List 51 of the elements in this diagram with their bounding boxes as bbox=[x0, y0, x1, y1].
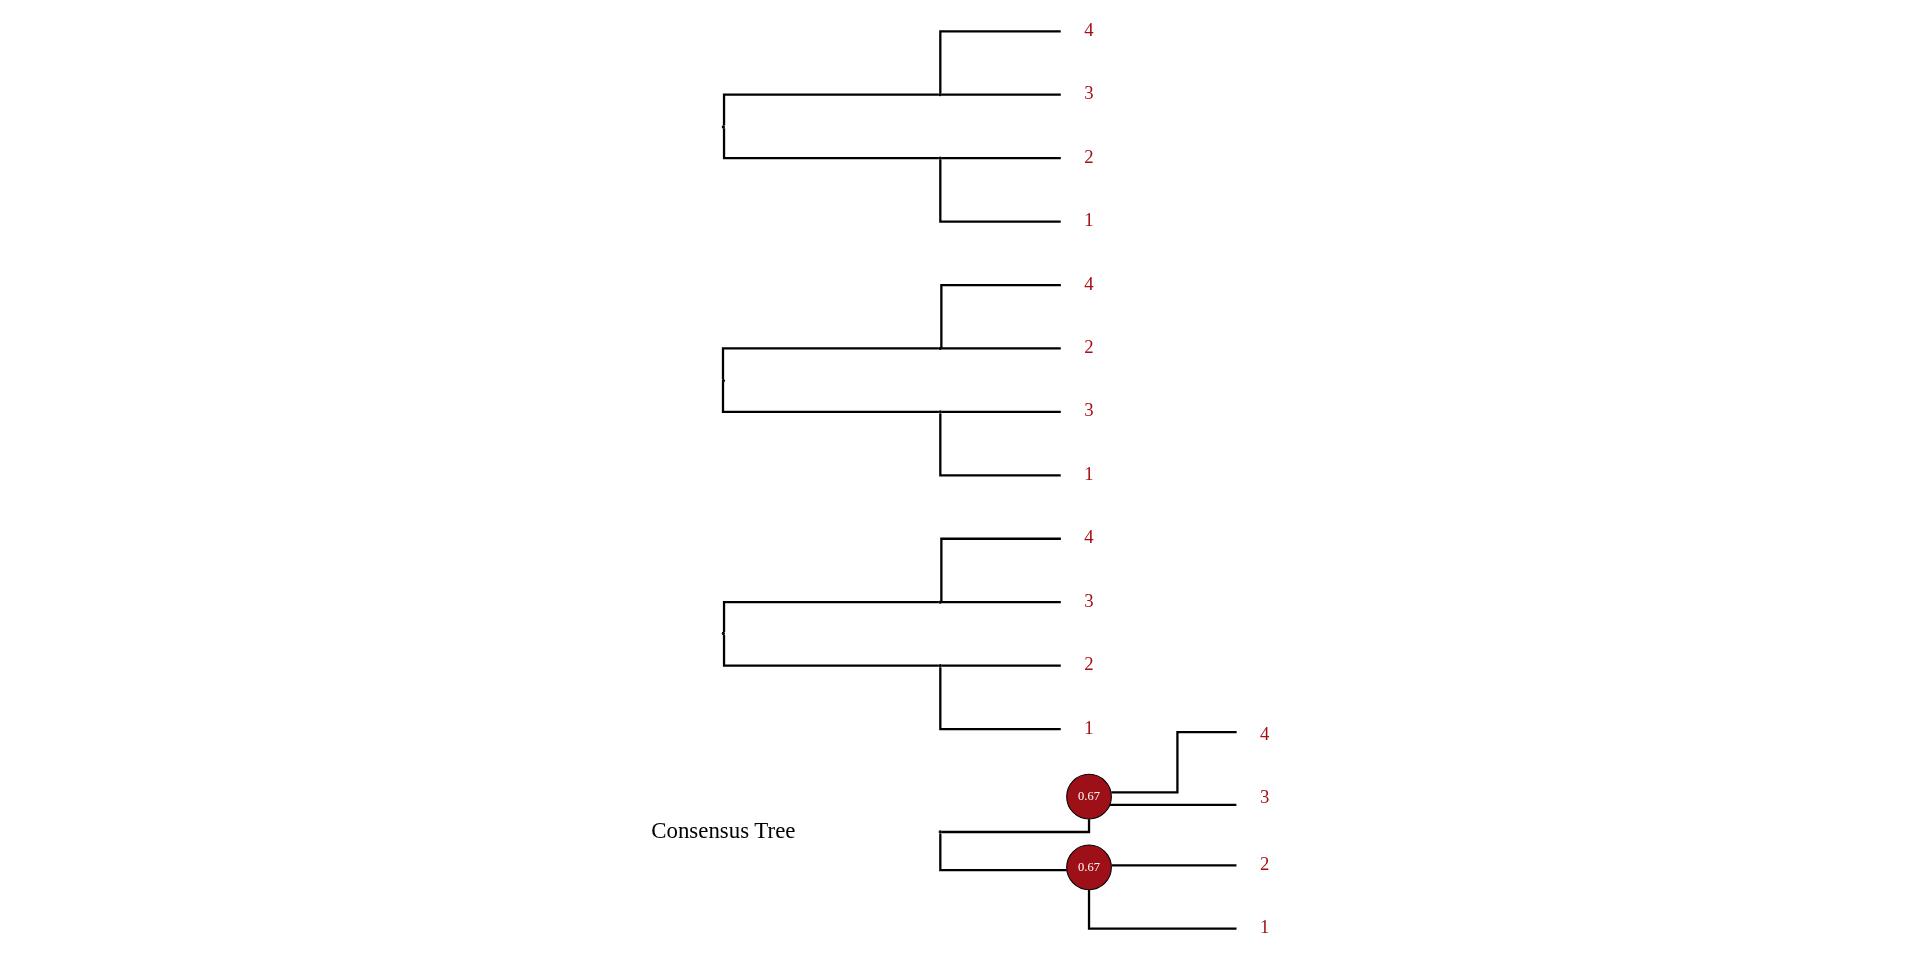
connector bbox=[1111, 731, 1237, 794]
connector bbox=[941, 93, 1061, 96]
connector bbox=[722, 93, 939, 126]
node-circle: 0.67 bbox=[1066, 773, 1112, 820]
node-point bbox=[938, 600, 942, 604]
node-text: 3 bbox=[1084, 589, 1094, 611]
connector bbox=[939, 667, 1061, 731]
node-text: 3 bbox=[1084, 399, 1094, 421]
node-text: 2 bbox=[1084, 145, 1094, 167]
node-circle: 0.67 bbox=[1066, 844, 1112, 891]
connector bbox=[1087, 889, 1237, 930]
connector bbox=[721, 347, 939, 380]
node-text: 2 bbox=[1084, 653, 1094, 675]
node-point bbox=[938, 830, 942, 834]
node-text: 2 bbox=[1084, 336, 1094, 358]
connector bbox=[941, 819, 1091, 834]
node-point bbox=[721, 125, 725, 129]
connector bbox=[939, 413, 1061, 477]
connector bbox=[939, 30, 1061, 94]
connector bbox=[941, 664, 1061, 667]
node-text: 1 bbox=[1084, 462, 1094, 484]
node-text: 4 bbox=[1260, 722, 1270, 744]
node-text: 3 bbox=[1260, 786, 1270, 808]
connector bbox=[941, 410, 1061, 414]
connector bbox=[722, 634, 939, 667]
node-point bbox=[938, 410, 942, 414]
label: Consensus Tree bbox=[651, 817, 796, 843]
connector bbox=[722, 128, 939, 160]
connector bbox=[941, 347, 1061, 350]
node-text: 3 bbox=[1084, 82, 1094, 104]
node-point bbox=[938, 156, 942, 160]
node-point bbox=[721, 631, 725, 635]
node-point bbox=[721, 379, 725, 383]
node-text: 1 bbox=[1084, 716, 1094, 738]
node-text: 2 bbox=[1260, 852, 1270, 874]
connector bbox=[941, 601, 1061, 604]
node-text: 1 bbox=[1260, 916, 1270, 938]
connector bbox=[1111, 864, 1237, 867]
connector bbox=[1109, 803, 1237, 807]
connector bbox=[721, 382, 939, 414]
connector bbox=[722, 601, 939, 633]
connector bbox=[939, 833, 1067, 872]
node-point bbox=[938, 346, 942, 351]
node-point bbox=[938, 93, 942, 97]
node-text: 4 bbox=[1084, 526, 1094, 548]
node-text: 4 bbox=[1084, 18, 1094, 40]
node-text: 1 bbox=[1084, 209, 1094, 231]
node-text: 4 bbox=[1084, 272, 1094, 294]
connector bbox=[939, 159, 1061, 223]
node-point bbox=[938, 663, 942, 668]
connector bbox=[941, 157, 1061, 160]
